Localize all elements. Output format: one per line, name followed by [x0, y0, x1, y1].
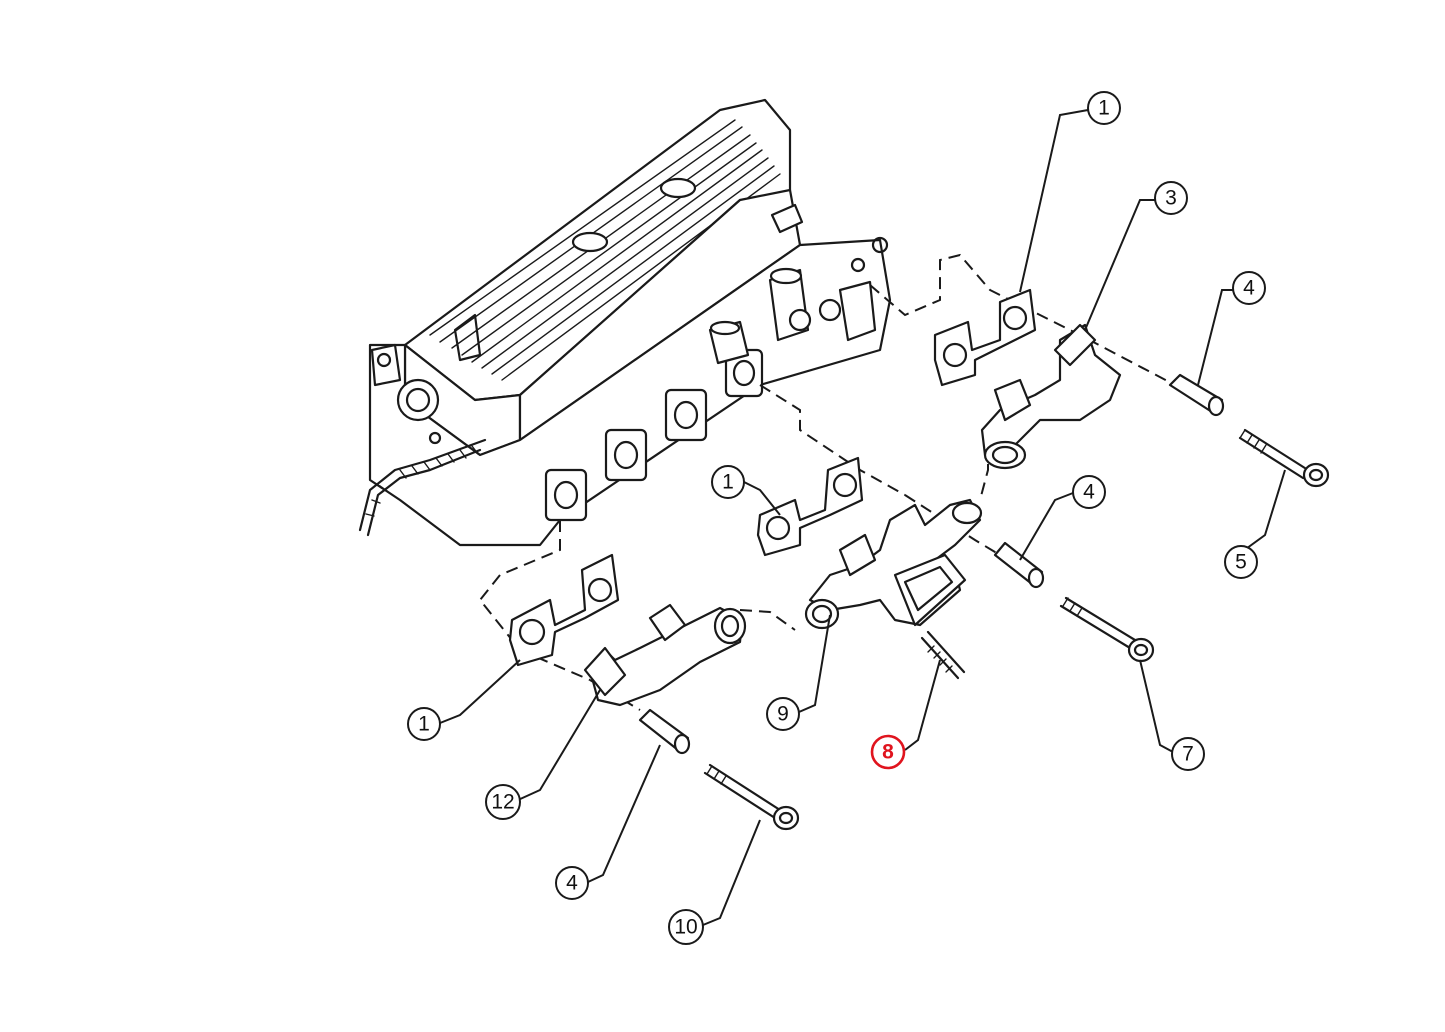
callout-1-rear-gasket: 1 — [1087, 91, 1121, 125]
stud — [920, 630, 966, 680]
callout-1-front-gasket: 1 — [407, 707, 441, 741]
callout-5-rear-bolt: 5 — [1224, 545, 1258, 579]
callout-7-middle-bolt: 7 — [1171, 737, 1205, 771]
bolt-rear — [1238, 428, 1330, 488]
spacer-sleeve-rear — [1168, 373, 1225, 417]
svg-text:3: 3 — [1165, 187, 1177, 210]
svg-text:7: 7 — [1182, 743, 1194, 766]
gasket-rear — [933, 288, 1037, 387]
callout-3-rear-manifold: 3 — [1154, 181, 1188, 215]
svg-text:12: 12 — [491, 791, 514, 814]
bolt-front — [703, 763, 800, 831]
svg-text:10: 10 — [674, 916, 697, 939]
svg-text:1: 1 — [418, 713, 430, 736]
svg-text:5: 5 — [1235, 551, 1247, 574]
callout-9-middle-manifold: 9 — [766, 697, 800, 731]
svg-text:4: 4 — [1083, 481, 1095, 504]
svg-text:1: 1 — [1098, 97, 1110, 120]
svg-text:4: 4 — [566, 872, 578, 895]
svg-text:4: 4 — [1243, 277, 1255, 300]
svg-text:8: 8 — [882, 741, 894, 764]
spacer-sleeve-front — [638, 708, 691, 755]
callout-4-rear-sleeve: 4 — [1232, 271, 1266, 305]
svg-text:1: 1 — [722, 471, 734, 494]
callout-10-front-bolt: 10 — [668, 909, 704, 945]
spacer-sleeve-middle — [993, 541, 1045, 589]
cylinder-head — [358, 98, 892, 547]
gasket-middle — [756, 456, 864, 557]
exhaust-manifold-front — [583, 603, 747, 707]
callout-12-front-manifold: 12 — [485, 784, 521, 820]
exhaust-manifold-rear — [980, 323, 1122, 470]
callout-4-middle-sleeve: 4 — [1072, 475, 1106, 509]
svg-text:9: 9 — [777, 703, 789, 726]
callout-4-front-sleeve: 4 — [555, 866, 589, 900]
exhaust-manifold-middle — [804, 498, 983, 630]
gasket-front — [508, 553, 620, 667]
callout-1-middle-gasket: 1 — [711, 465, 745, 499]
bolt-middle — [1059, 596, 1155, 663]
callout-8-stud: 8 — [870, 734, 906, 770]
